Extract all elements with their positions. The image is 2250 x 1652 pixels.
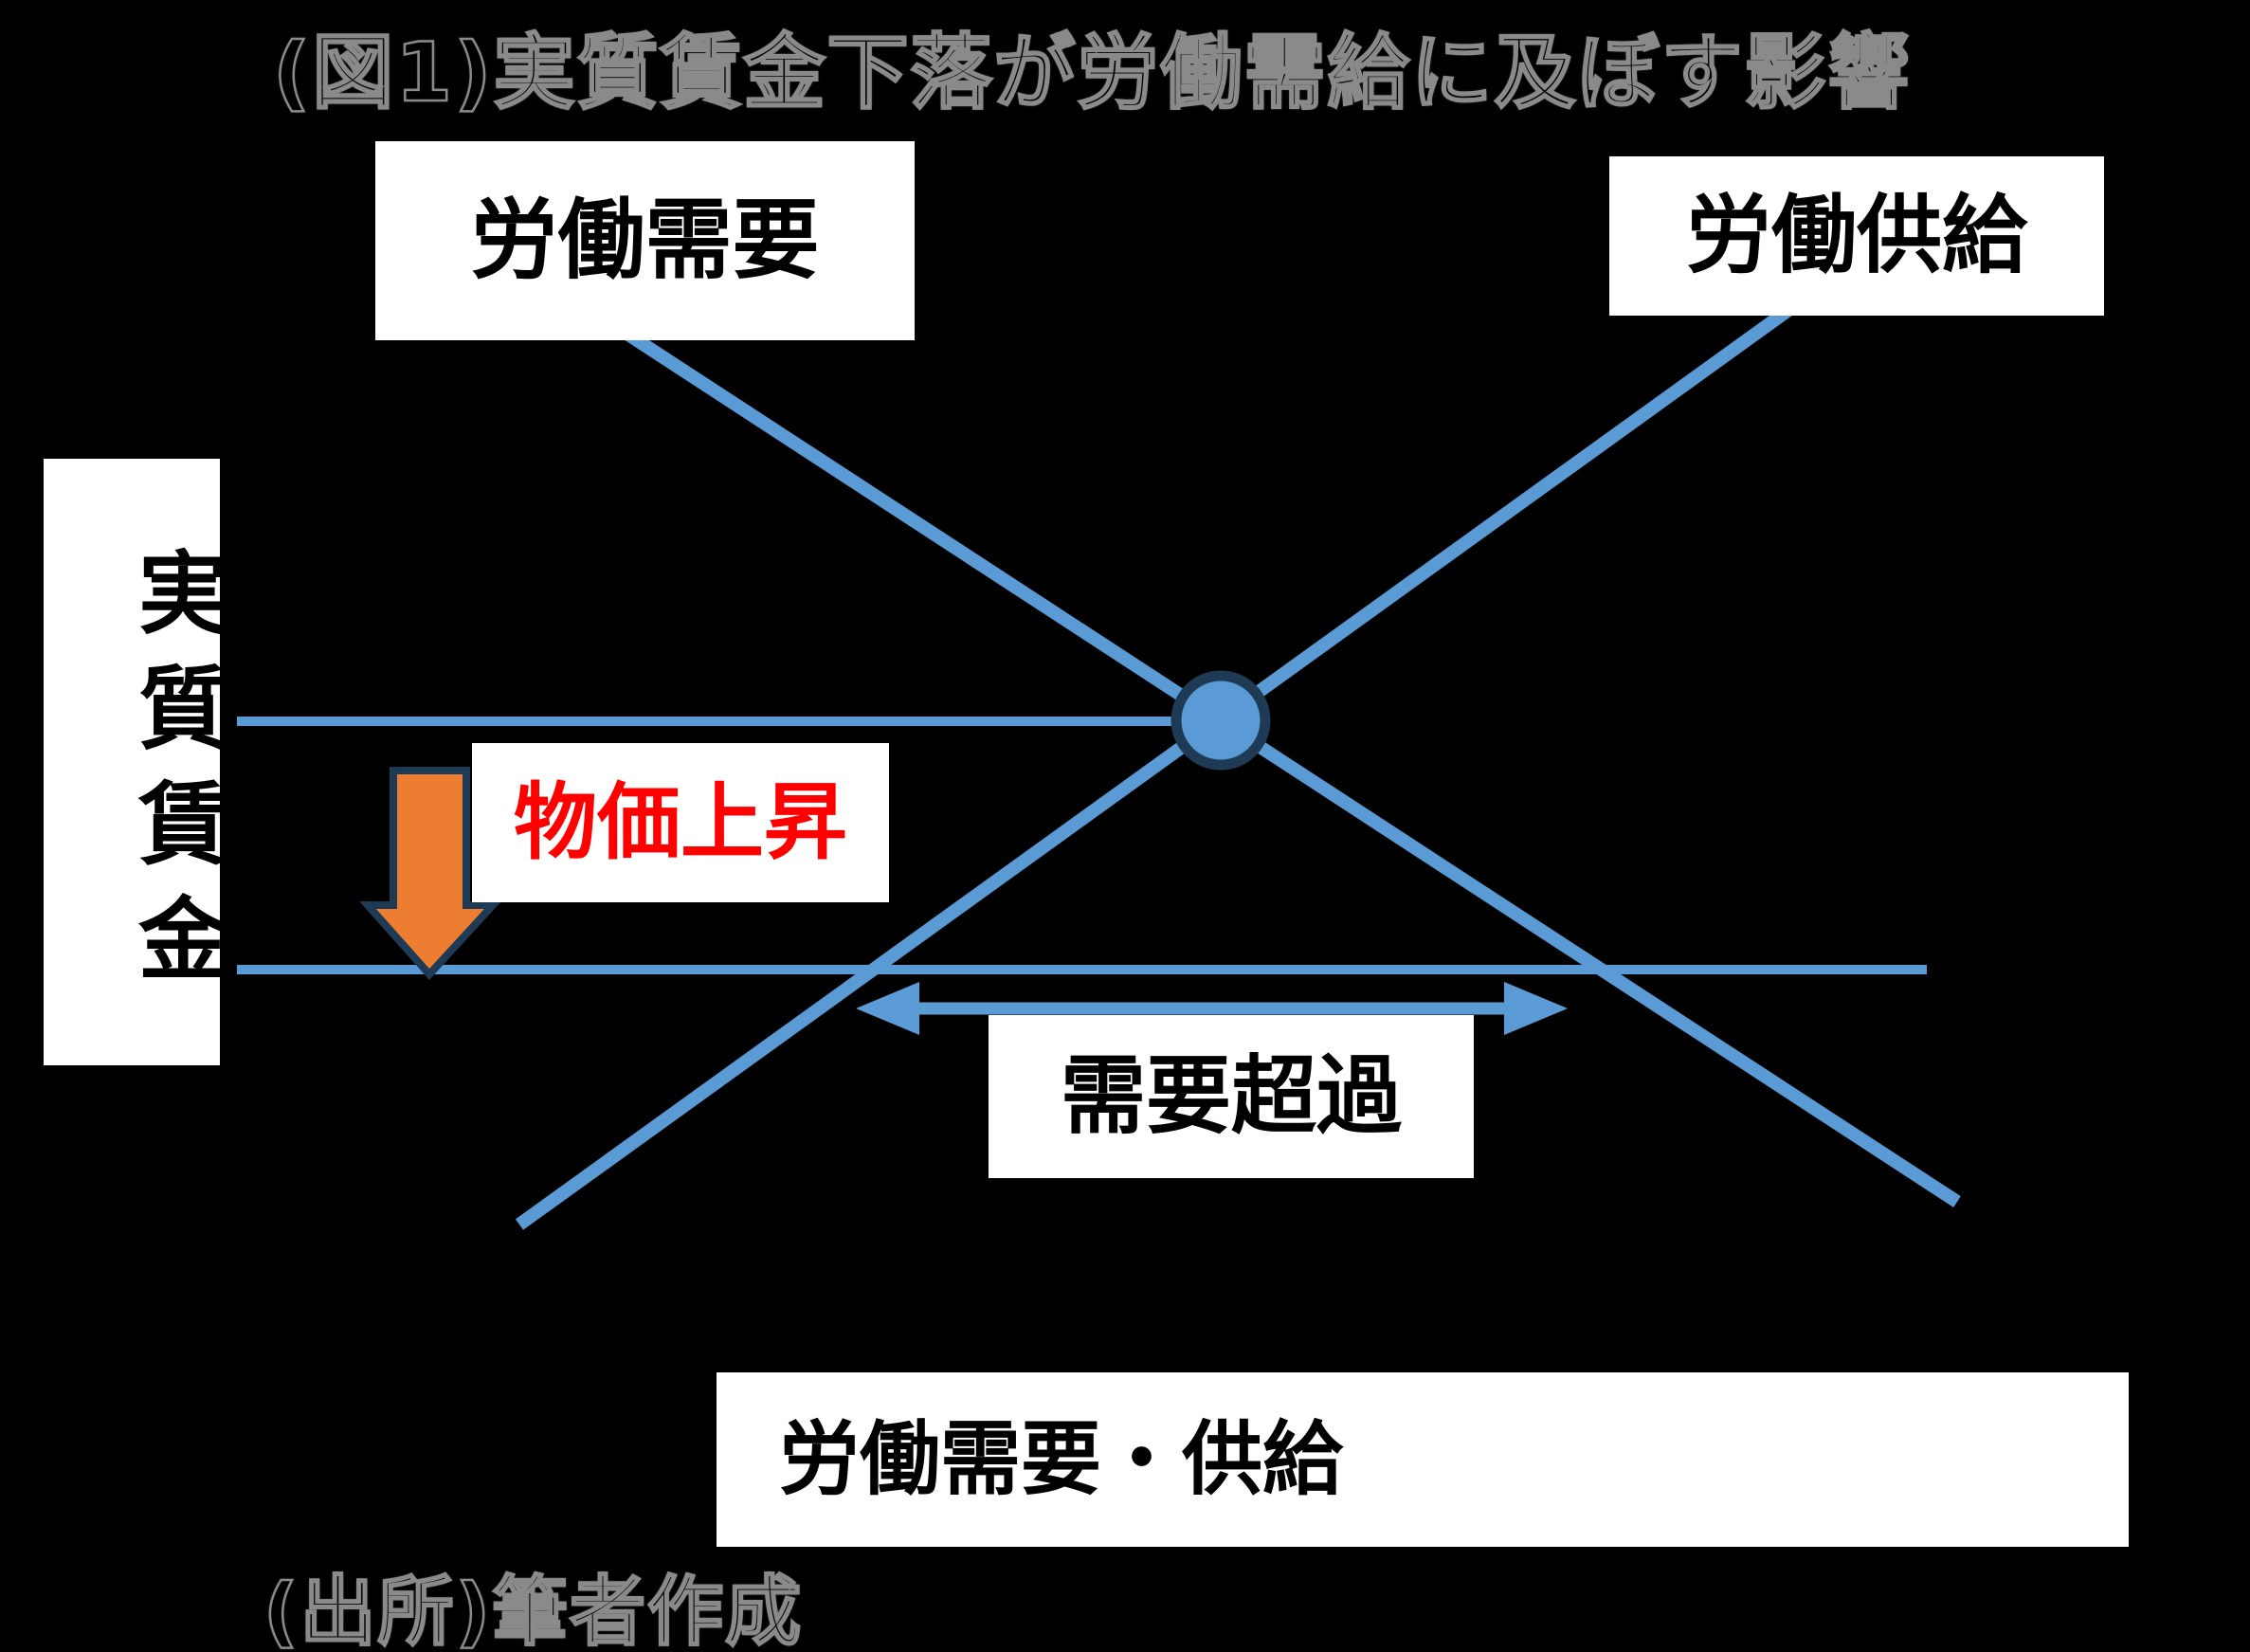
x-axis-label-box: 労働需要・供給 xyxy=(717,1372,2129,1547)
wage-fall-down-arrow-icon xyxy=(359,767,502,980)
price-rise-label-box: 物価上昇 xyxy=(472,743,889,902)
y-axis-label: 実質賃金 xyxy=(123,545,227,1008)
excess-demand-double-arrow-icon xyxy=(856,982,1568,1035)
price-rise-label: 物価上昇 xyxy=(513,773,847,871)
excess-demand-label-box: 需要超過 xyxy=(989,1015,1474,1178)
equilibrium-point xyxy=(1170,670,1271,771)
x-axis-label: 労働需要・供給 xyxy=(779,1412,1344,1507)
figure-title: (図1)実質賃金下落が労働需給に及ぼす影響 xyxy=(272,25,1912,122)
labor-demand-curve xyxy=(603,315,1961,1207)
labor-supply-curve xyxy=(515,302,1796,1230)
y-axis-label-box: 実質賃金 xyxy=(44,459,227,1065)
demand-curve-label: 労働需要 xyxy=(470,190,820,291)
double-arrow-shaft xyxy=(910,1002,1513,1015)
source-note: (出所)筆者作成 xyxy=(263,1567,804,1652)
supply-curve-label-box: 労働供給 xyxy=(1609,156,2104,316)
supply-curve-label: 労働供給 xyxy=(1686,186,2027,285)
double-arrow-right-head xyxy=(1504,982,1568,1035)
double-arrow-left-head xyxy=(856,982,919,1035)
excess-demand-label: 需要超過 xyxy=(1061,1046,1402,1146)
demand-curve-label-box: 労働需要 xyxy=(375,141,915,340)
